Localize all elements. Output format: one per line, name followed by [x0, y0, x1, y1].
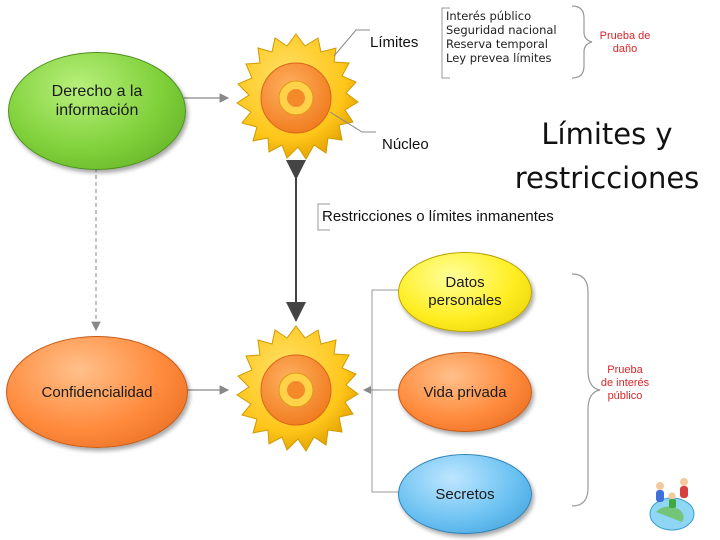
prueba-dano-label: Prueba de daño — [599, 30, 651, 55]
datos-label: Datos personales — [428, 274, 502, 309]
limits-list: Interés público Seguridad nacional Reser… — [446, 9, 557, 65]
datos-node: Datos personales — [398, 252, 532, 332]
globe-people-icon — [640, 472, 704, 534]
vida-label: Vida privada — [423, 383, 507, 401]
secretos-label: Secretos — [435, 485, 495, 503]
confidencialidad-label: Confidencialidad — [41, 383, 153, 401]
list-brace — [571, 5, 593, 79]
limit-item: Ley prevea límites — [446, 51, 552, 65]
limit-item: Seguridad nacional — [446, 23, 557, 37]
secretos-node: Secretos — [398, 454, 532, 534]
nucleo-label: Núcleo — [382, 136, 429, 153]
derecho-label: Derecho a la información — [51, 83, 143, 119]
list-bracket — [441, 7, 450, 79]
gear-icon — [236, 33, 359, 160]
tree-connector — [371, 289, 398, 493]
restricciones-bracket — [317, 203, 330, 231]
callout-line — [329, 111, 376, 133]
prueba-interes-label: Prueba de interés público — [600, 364, 650, 402]
callout-line — [333, 29, 370, 57]
gear-icon — [236, 325, 359, 452]
limit-item: Interés público — [446, 9, 532, 23]
limit-item: Reserva temporal — [446, 37, 548, 51]
confidencialidad-node: Confidencialidad — [6, 336, 188, 448]
sub-brace — [571, 273, 601, 507]
derecho-node: Derecho a la información — [8, 52, 186, 170]
vida-node: Vida privada — [398, 352, 532, 432]
restricciones-label: Restricciones o límites inmanentes — [322, 208, 554, 225]
page-title: Límites y restricciones — [514, 117, 700, 195]
limites-label: Límites — [370, 34, 419, 51]
